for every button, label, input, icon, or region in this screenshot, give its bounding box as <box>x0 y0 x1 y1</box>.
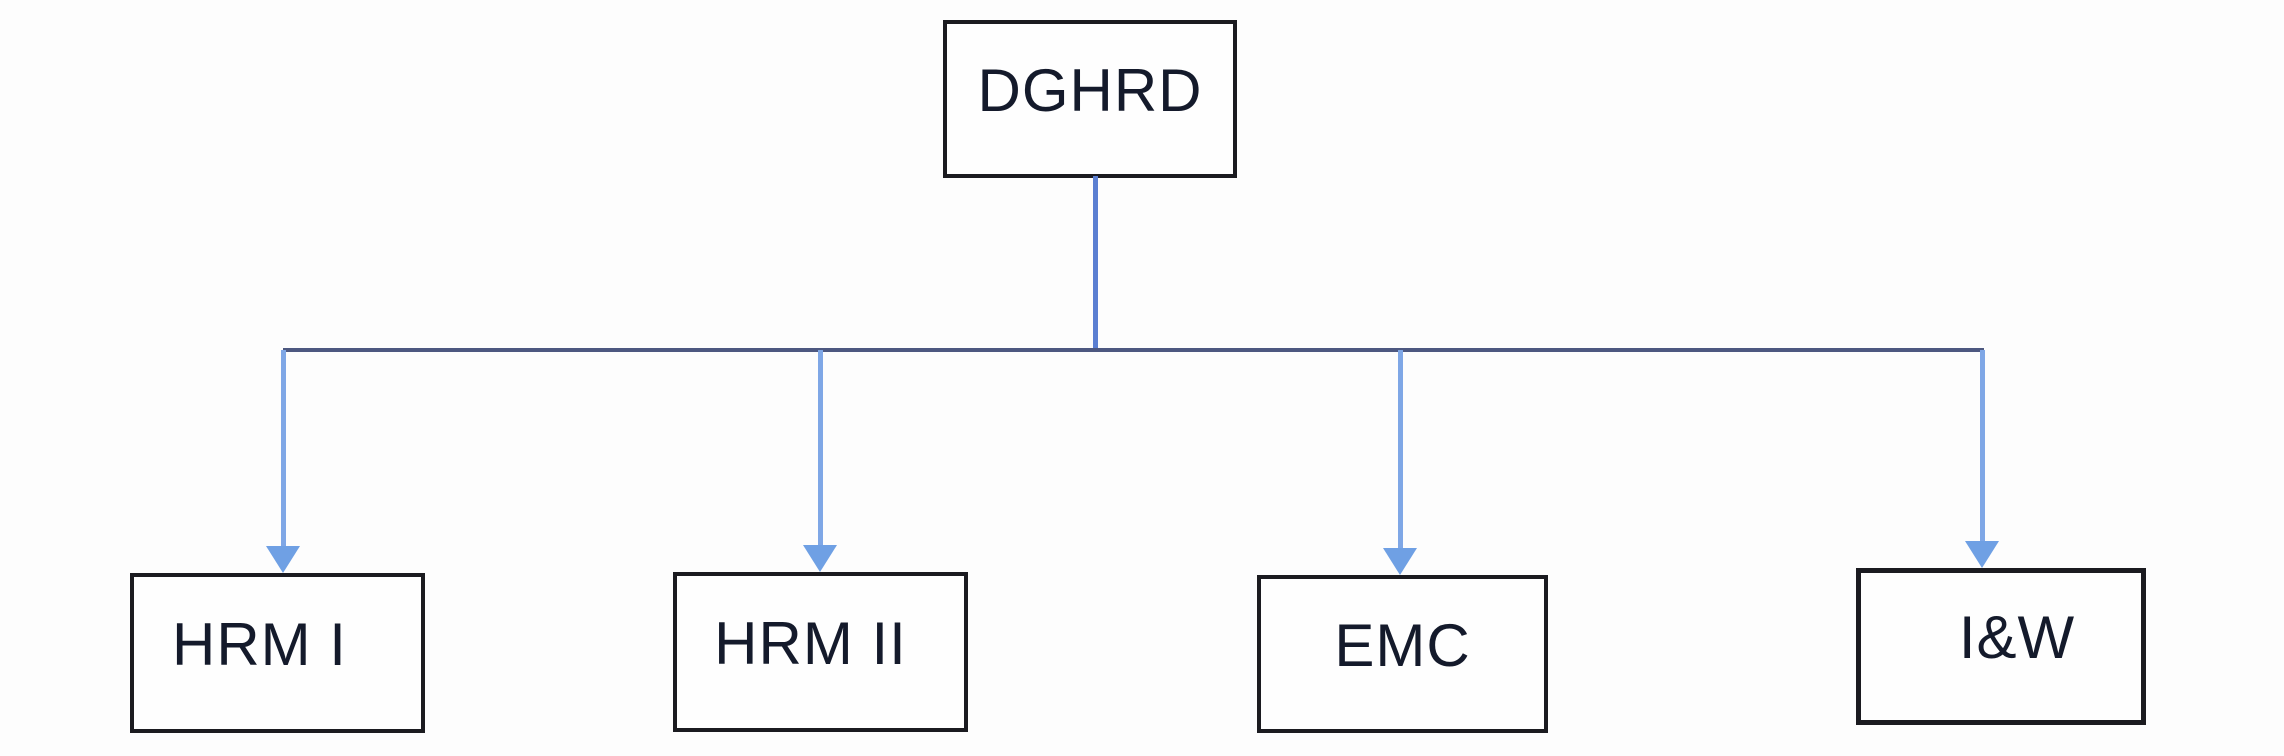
org-node-iw-label: I&W <box>1958 604 2076 671</box>
org-node-dghrd-label: DGHRD <box>977 56 1203 124</box>
connector-arrow-line-hrm2 <box>818 350 823 545</box>
connector-arrow-line-emc <box>1398 350 1403 548</box>
org-node-emc-label: EMC <box>1334 611 1471 679</box>
org-node-hrm-i-label: HRM I <box>172 610 347 678</box>
org-node-iw: I&W <box>1856 568 2146 725</box>
org-node-hrm-i: HRM I <box>130 573 425 733</box>
org-node-emc: EMC <box>1257 575 1548 733</box>
connector-trunk <box>1093 176 1098 351</box>
arrow-down-icon-iw <box>1965 541 1999 568</box>
connector-arrow-line-iw <box>1980 350 1985 541</box>
org-node-hrm-ii-label: HRM II <box>714 609 907 677</box>
connector-horizontal-bar <box>283 348 1984 352</box>
arrow-down-icon-hrm1 <box>266 546 300 573</box>
arrow-down-icon-hrm2 <box>803 545 837 572</box>
org-node-dghrd: DGHRD <box>943 20 1237 178</box>
connector-arrow-line-hrm1 <box>281 350 286 546</box>
org-node-hrm-ii: HRM II <box>673 572 968 732</box>
arrow-down-icon-emc <box>1383 548 1417 575</box>
